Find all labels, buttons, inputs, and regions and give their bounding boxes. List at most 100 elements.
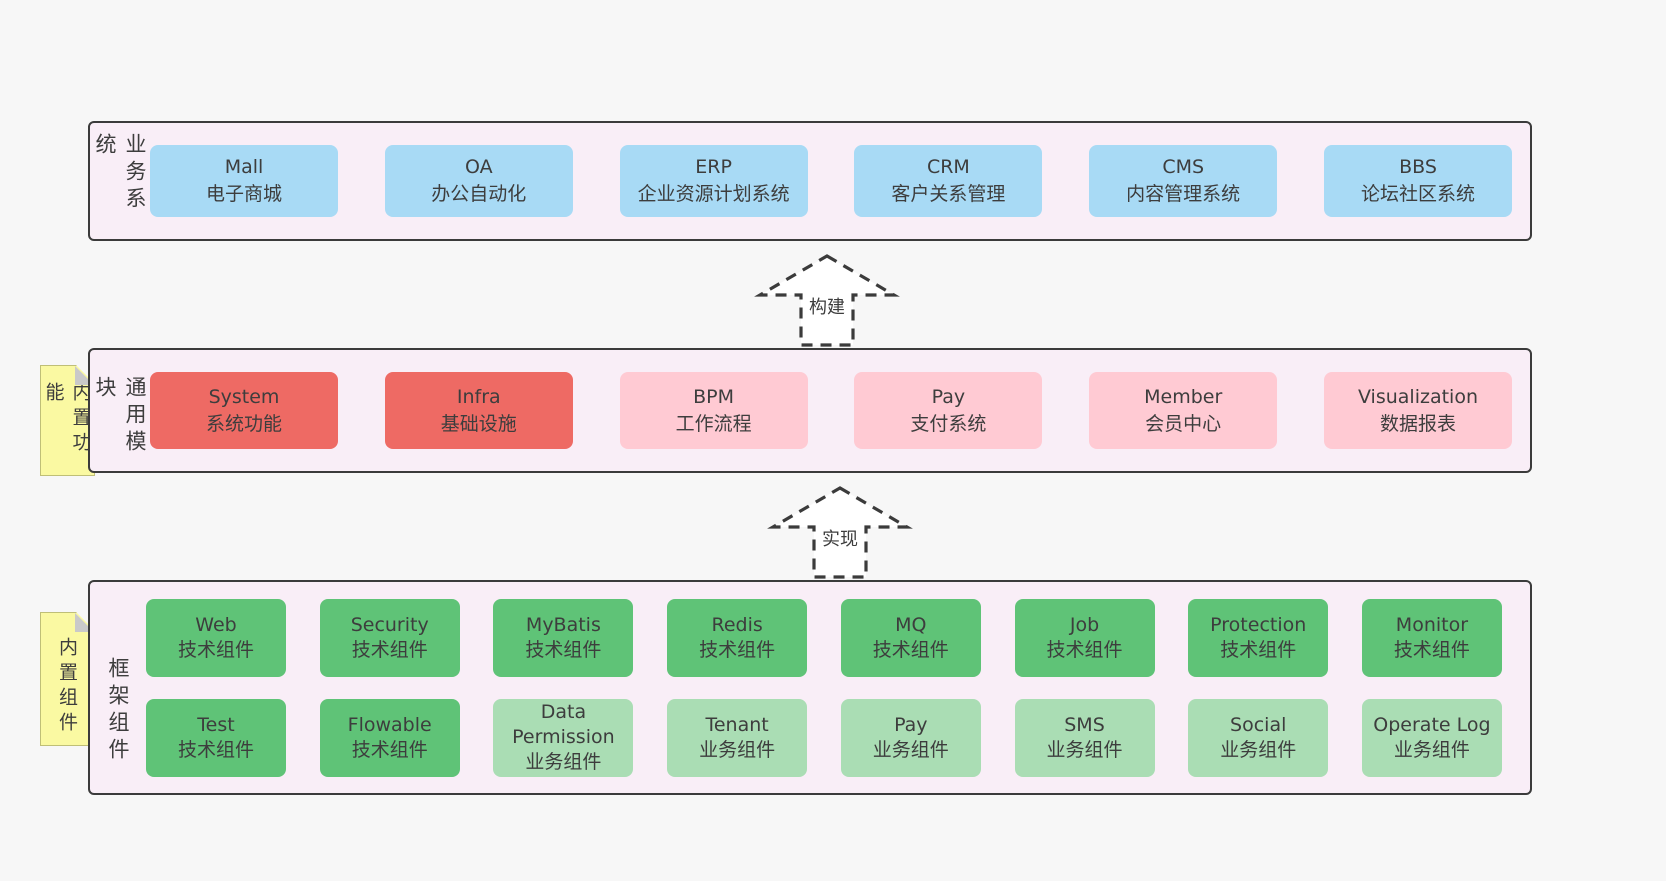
box-title: Protection xyxy=(1210,613,1307,636)
box-infra: Infra 基础设施 xyxy=(384,372,573,449)
box-subtitle: 技术组件 xyxy=(1046,638,1123,661)
box-title: ERP xyxy=(695,156,732,179)
box-title: Job xyxy=(1069,613,1100,636)
box-subtitle: 会员中心 xyxy=(1145,412,1222,435)
arrow-implement: 实现 xyxy=(765,485,915,581)
box-subtitle: 系统功能 xyxy=(205,412,282,435)
box-title: OA xyxy=(464,156,493,179)
layer-common-modules: 通用模块 System 系统功能 Infra 基础设施 BPM 工作流程 Pay… xyxy=(88,348,1532,473)
box-subtitle: 技术组件 xyxy=(1220,638,1297,661)
box-title: MyBatis xyxy=(525,613,601,636)
box-subtitle: 电子商城 xyxy=(205,183,282,205)
box-test: Test 技术组件 xyxy=(146,698,286,777)
box-title: MQ xyxy=(895,613,927,636)
box-subtitle: 业务组件 xyxy=(699,738,776,761)
box-title: Visualization xyxy=(1357,385,1478,408)
box-subtitle: 业务组件 xyxy=(1220,738,1297,761)
box-bpm: BPM 工作流程 xyxy=(619,372,808,449)
box-crm: CRM 客户关系管理 xyxy=(854,145,1043,217)
box-operate-log: Operate Log 业务组件 xyxy=(1361,698,1502,777)
layer-business-systems: 业务系统 Mall 电子商城 OA 办公自动化 ERP 企业资源计划系统 CRM… xyxy=(88,121,1532,241)
sticky-note-text: 内置组件 xyxy=(56,637,78,737)
box-subtitle: 数据报表 xyxy=(1379,412,1456,435)
box-monitor: Monitor 技术组件 xyxy=(1361,598,1502,677)
box-title: CRM xyxy=(926,156,970,179)
box-subtitle: 技术组件 xyxy=(872,638,949,661)
box-title: Social xyxy=(1230,713,1287,736)
box-title: Infra xyxy=(456,385,501,408)
box-oa: OA 办公自动化 xyxy=(384,145,573,217)
box-title: Pay xyxy=(894,713,928,736)
box-tenant: Tenant 业务组件 xyxy=(667,698,808,777)
box-subtitle: 技术组件 xyxy=(177,638,254,661)
components-row-2: Test 技术组件 Flowable 技术组件 Data Permission … xyxy=(146,698,1502,777)
box-subtitle: 业务组件 xyxy=(525,750,602,773)
box-cms: CMS 内容管理系统 xyxy=(1089,145,1278,217)
box-bbs: BBS 论坛社区系统 xyxy=(1323,145,1512,217)
box-web: Web 技术组件 xyxy=(146,598,286,677)
modules-boxes-row: System 系统功能 Infra 基础设施 BPM 工作流程 Pay 支付系统… xyxy=(150,350,1530,471)
layer-label-text: 框架组件 xyxy=(106,656,130,765)
box-subtitle: 客户关系管理 xyxy=(891,183,1006,205)
box-mall: Mall 电子商城 xyxy=(150,145,338,217)
box-title: BBS xyxy=(1399,156,1437,179)
box-protection: Protection 技术组件 xyxy=(1188,598,1329,677)
box-title: Member xyxy=(1144,385,1223,408)
box-title: System xyxy=(208,385,280,408)
box-subtitle: 技术组件 xyxy=(525,638,602,661)
layer-framework-components: 框架组件 Web 技术组件 Security 技术组件 MyBatis 技术组件… xyxy=(88,580,1532,795)
box-pay: Pay 支付系统 xyxy=(854,372,1043,449)
layer-label-common-modules: 通用模块 xyxy=(90,350,150,471)
box-title: Tenant xyxy=(705,713,769,736)
box-data-permission: Data Permission 业务组件 xyxy=(493,698,634,777)
box-subtitle: 论坛社区系统 xyxy=(1360,183,1475,205)
arrow-build: 构建 xyxy=(752,253,902,349)
box-social: Social 业务组件 xyxy=(1188,698,1329,777)
layer-label-text: 业务系统 xyxy=(93,133,147,214)
box-subtitle: 支付系统 xyxy=(910,412,987,435)
box-subtitle: 技术组件 xyxy=(351,638,428,661)
business-boxes-row: Mall 电子商城 OA 办公自动化 ERP 企业资源计划系统 CRM 客户关系… xyxy=(150,123,1530,239)
components-boxes-grid: Web 技术组件 Security 技术组件 MyBatis 技术组件 Redi… xyxy=(146,582,1530,793)
box-title: Flowable xyxy=(347,713,432,736)
box-title: Operate Log xyxy=(1373,713,1491,736)
layer-label-text: 通用模块 xyxy=(93,376,147,457)
box-subtitle: 技术组件 xyxy=(177,738,254,761)
box-sms: SMS 业务组件 xyxy=(1014,698,1155,777)
box-security: Security 技术组件 xyxy=(319,598,460,677)
box-mq: MQ 技术组件 xyxy=(840,598,981,677)
box-subtitle: 企业资源计划系统 xyxy=(637,183,790,205)
box-subtitle: 业务组件 xyxy=(872,738,949,761)
box-subtitle: 业务组件 xyxy=(1393,738,1470,761)
layer-label-framework-components: 框架组件 xyxy=(90,582,146,793)
box-pay-biz: Pay 业务组件 xyxy=(840,698,981,777)
box-title: Data Permission xyxy=(512,701,615,749)
box-title: Test xyxy=(197,713,235,736)
box-erp: ERP 企业资源计划系统 xyxy=(619,145,808,217)
box-job: Job 技术组件 xyxy=(1014,598,1155,677)
box-subtitle: 基础设施 xyxy=(440,412,517,435)
sticky-note-builtin-features: 内置功能 xyxy=(40,365,95,476)
box-system: System 系统功能 xyxy=(150,372,338,449)
box-flowable: Flowable 技术组件 xyxy=(319,698,460,777)
box-title: Security xyxy=(350,613,429,636)
box-subtitle: 技术组件 xyxy=(351,738,428,761)
box-subtitle: 工作流程 xyxy=(675,412,752,435)
box-subtitle: 办公自动化 xyxy=(431,183,527,205)
box-title: Web xyxy=(195,613,237,636)
box-title: CMS xyxy=(1162,156,1205,179)
sticky-note-builtin-components: 内置组件 xyxy=(40,612,95,746)
arrow-implement-label: 实现 xyxy=(819,525,861,551)
box-subtitle: 技术组件 xyxy=(1393,638,1470,661)
box-title: Pay xyxy=(931,385,966,408)
box-redis: Redis 技术组件 xyxy=(667,598,808,677)
box-title: Monitor xyxy=(1395,613,1469,636)
arrow-build-label: 构建 xyxy=(806,293,848,319)
components-row-1: Web 技术组件 Security 技术组件 MyBatis 技术组件 Redi… xyxy=(146,598,1502,677)
layer-label-business-systems: 业务系统 xyxy=(90,123,150,239)
box-title: SMS xyxy=(1064,713,1105,736)
box-subtitle: 技术组件 xyxy=(699,638,776,661)
box-title: BPM xyxy=(693,385,735,408)
sticky-note-text: 内置功能 xyxy=(42,382,92,457)
box-visualization: Visualization 数据报表 xyxy=(1323,372,1512,449)
